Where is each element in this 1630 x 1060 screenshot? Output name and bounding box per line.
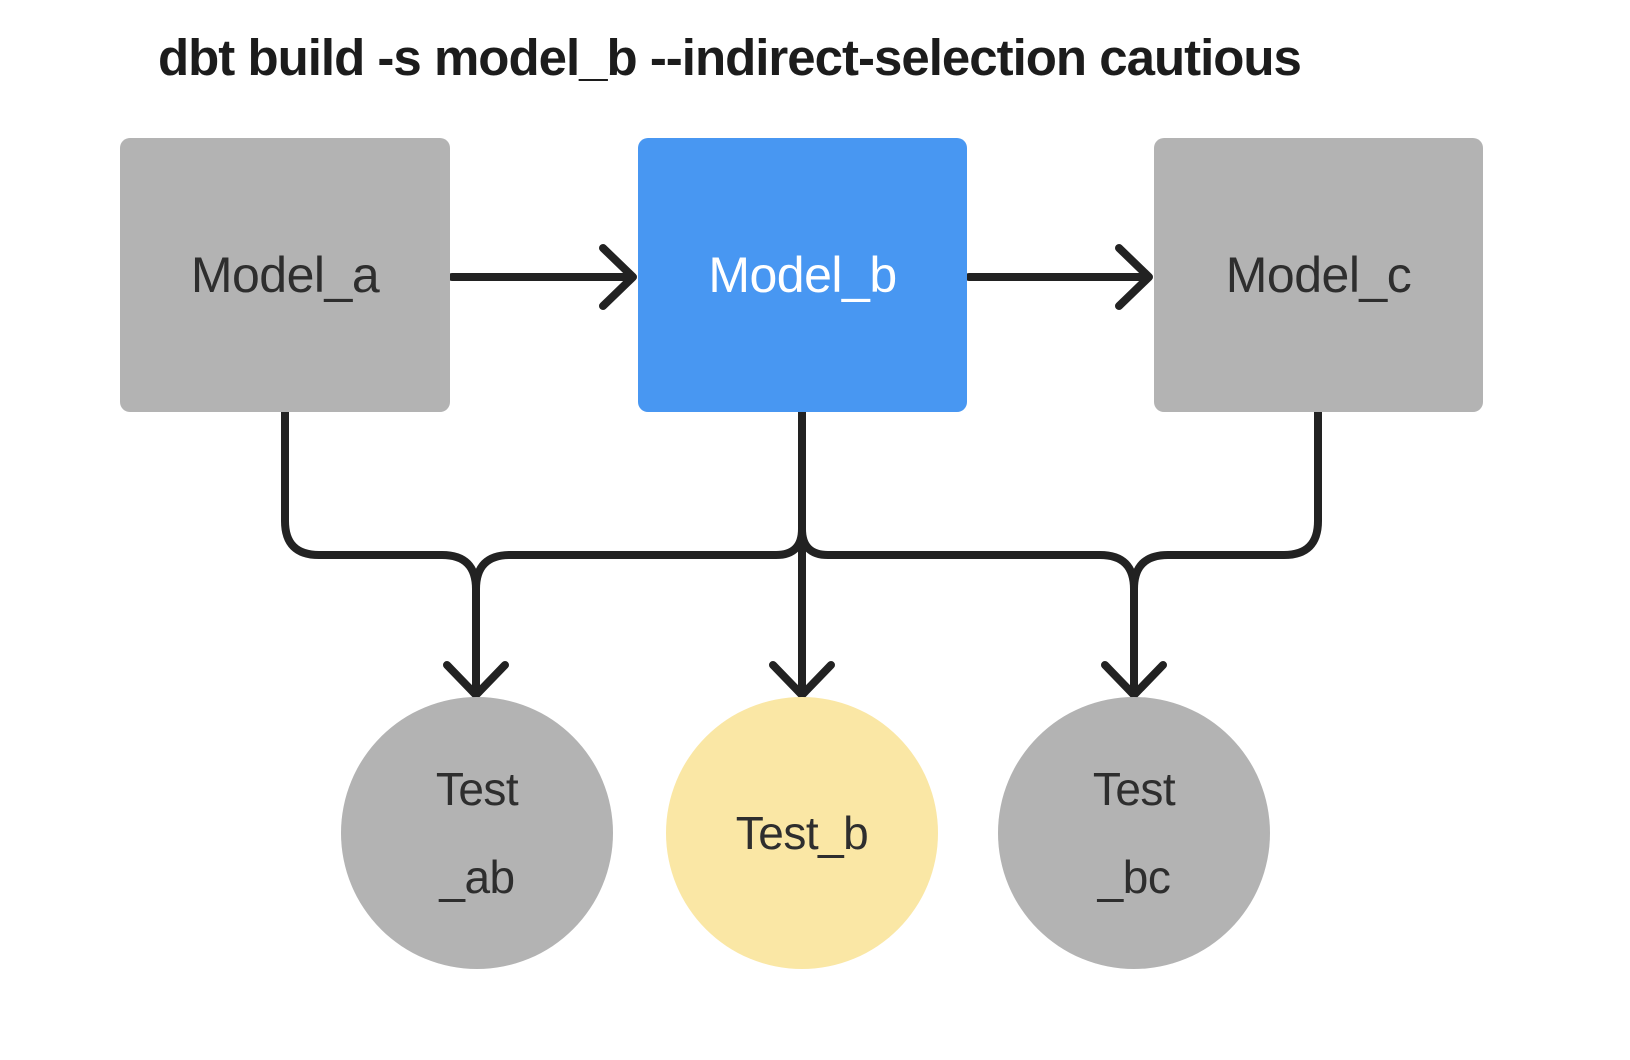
node-test-ab-label: Test _ab: [435, 763, 519, 903]
edge-model-a-to-model-b: [448, 244, 637, 310]
node-test-bc: Test _bc: [998, 697, 1270, 969]
node-test-ab: Test _ab: [341, 697, 613, 969]
node-test-b-label: Test_b: [735, 807, 869, 859]
arrow-to-test-b: [769, 408, 835, 699]
diagram-title: dbt build -s model_b --indirect-selectio…: [158, 29, 1302, 86]
node-model-a-label: Model_a: [190, 247, 380, 303]
arrow-to-test-ab: [443, 581, 509, 699]
node-test-b: Test_b: [666, 697, 938, 969]
bus-connector: [281, 408, 1322, 593]
node-model-a: Model_a: [120, 138, 450, 412]
node-model-b-label: Model_b: [708, 247, 897, 303]
node-test-bc-label: Test _bc: [1092, 763, 1176, 903]
edge-model-b-to-model-c: [965, 244, 1153, 310]
arrow-to-test-bc: [1101, 581, 1167, 699]
node-model-c: Model_c: [1154, 138, 1483, 412]
node-model-b: Model_b: [638, 138, 967, 412]
node-model-c-label: Model_c: [1225, 247, 1412, 303]
